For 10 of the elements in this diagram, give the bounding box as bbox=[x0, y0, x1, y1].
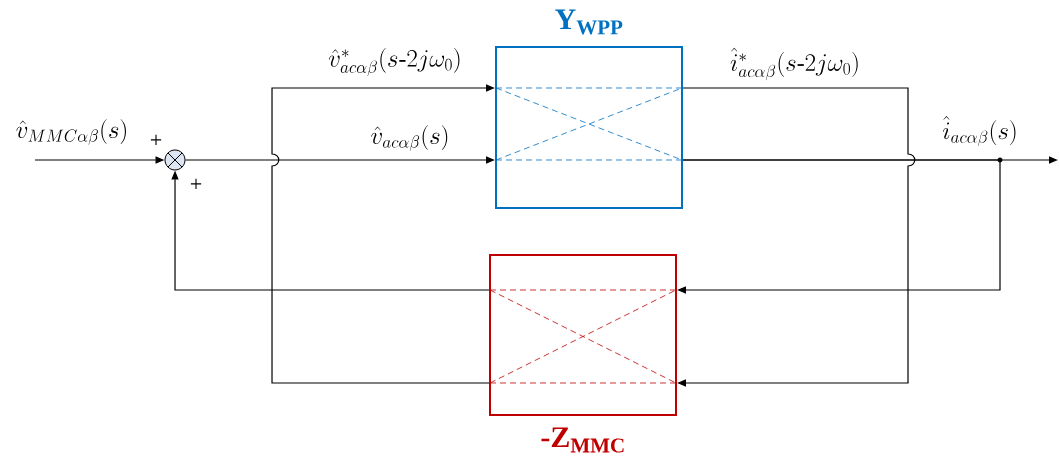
edge-label: $\hat{i}^{*}_{ac\alpha\beta}(s\mbox{-}2j\omega_0)$ bbox=[729, 46, 861, 82]
edge-label: $\hat{i}_{ac\alpha\beta}(s)$ bbox=[941, 115, 1019, 147]
block-label: Y$_{WPP}$ bbox=[555, 9, 623, 35]
edge-label: $\hat{v}^{*}_{ac\alpha\beta}(s\mbox{-}2j\omega_0)$ bbox=[327, 46, 463, 78]
edge-label: $\hat{v}_{ac\alpha\beta}(s)$ bbox=[369, 124, 451, 152]
summing-junction bbox=[164, 149, 186, 171]
edge-label: $\hat{v}_{MMC\alpha\beta}(s)$ bbox=[14, 118, 130, 146]
block-label: -Z$_{MMC}$ bbox=[541, 427, 624, 453]
sign-label: + bbox=[190, 178, 202, 190]
sign-label: + bbox=[150, 134, 162, 146]
